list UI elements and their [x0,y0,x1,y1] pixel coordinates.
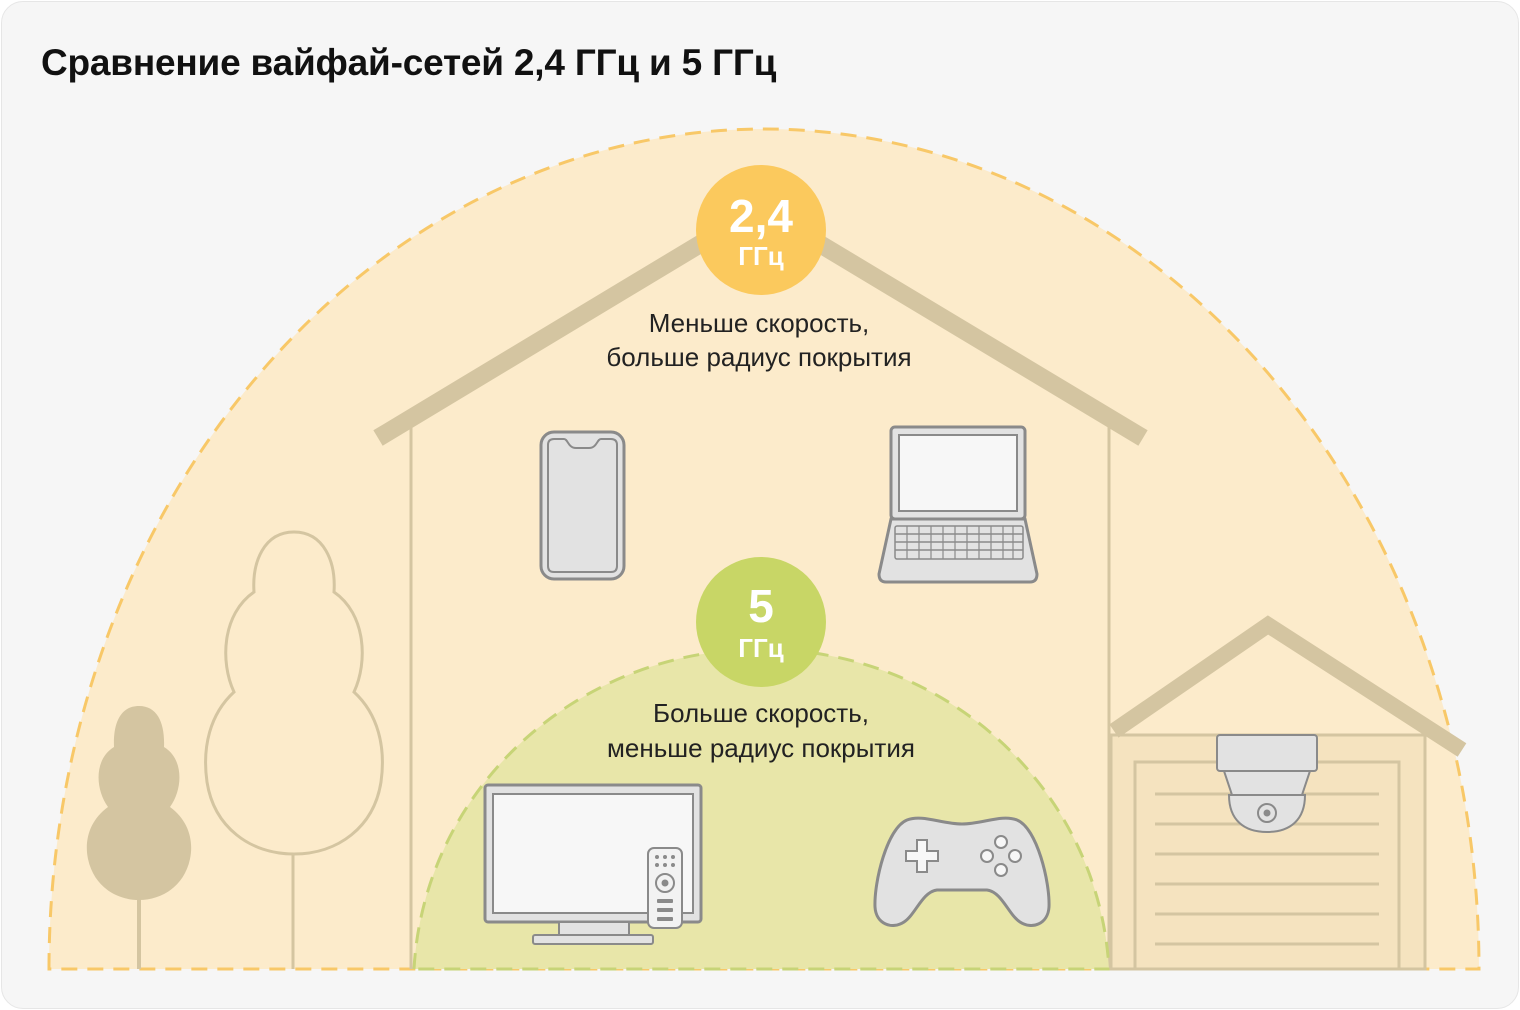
gamepad-icon [873,816,1051,927]
caption-24ghz-line2: больше радиус покрытия [606,342,911,372]
tv-remote-icon [647,847,683,929]
tree-outline-icon [204,530,384,969]
caption-24ghz-line1: Меньше скорость, [649,308,870,338]
caption-5ghz-line1: Больше скорость, [653,698,869,728]
badge-5ghz-value: 5 [748,580,774,632]
badge-24ghz: 2,4 ГГц [696,165,826,295]
badge-5ghz-unit: ГГц [738,633,783,663]
page-title: Сравнение вайфай-сетей 2,4 ГГц и 5 ГГц [41,42,777,83]
badge-24ghz-value: 2,4 [729,190,793,242]
badge-5ghz: 5 ГГц [696,557,826,687]
security-camera-icon [1216,734,1318,834]
badge-24ghz-unit: ГГц [738,241,783,271]
caption-5ghz-line2: меньше радиус покрытия [607,733,915,763]
smartphone-icon [539,430,626,581]
laptop-icon [877,425,1039,584]
tree-filled-icon [86,706,192,969]
